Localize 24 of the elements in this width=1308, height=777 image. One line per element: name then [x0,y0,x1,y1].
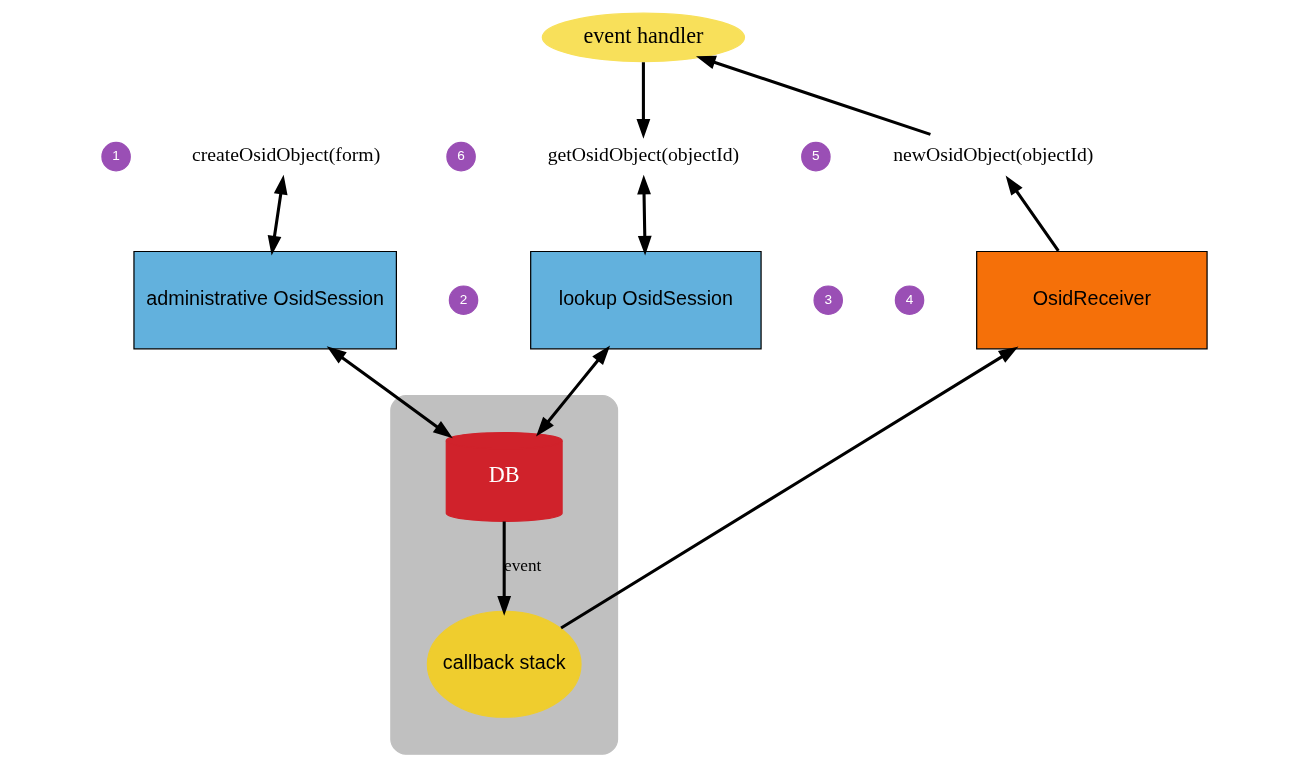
cluster [389,395,618,755]
node-ellipse: callback stack [426,610,582,718]
arrow [695,55,931,136]
label: 2 [459,291,467,307]
label: 3 [823,291,832,307]
arrow [326,346,453,439]
node-box: administrative OsidSession [132,250,397,350]
node-box: lookup OsidSession [529,250,762,350]
arrow [1005,175,1060,252]
arrow [535,345,610,437]
arrow [496,521,511,616]
arrow [267,174,288,256]
label: 5 [811,148,820,164]
arrow [636,62,650,139]
node-box: OsidReceiver [975,250,1208,350]
arrow [636,174,652,256]
node-text: createOsidObject(form) [191,143,380,166]
arrow [559,346,1018,630]
node-text: newOsidObject(objectId) [892,143,1093,166]
node-ellipse: event handler [541,12,745,63]
label: 4 [905,291,913,307]
label: 1 [111,148,120,164]
label: 6 [456,148,465,164]
node-text: getOsidObject(objectId) [547,143,739,166]
